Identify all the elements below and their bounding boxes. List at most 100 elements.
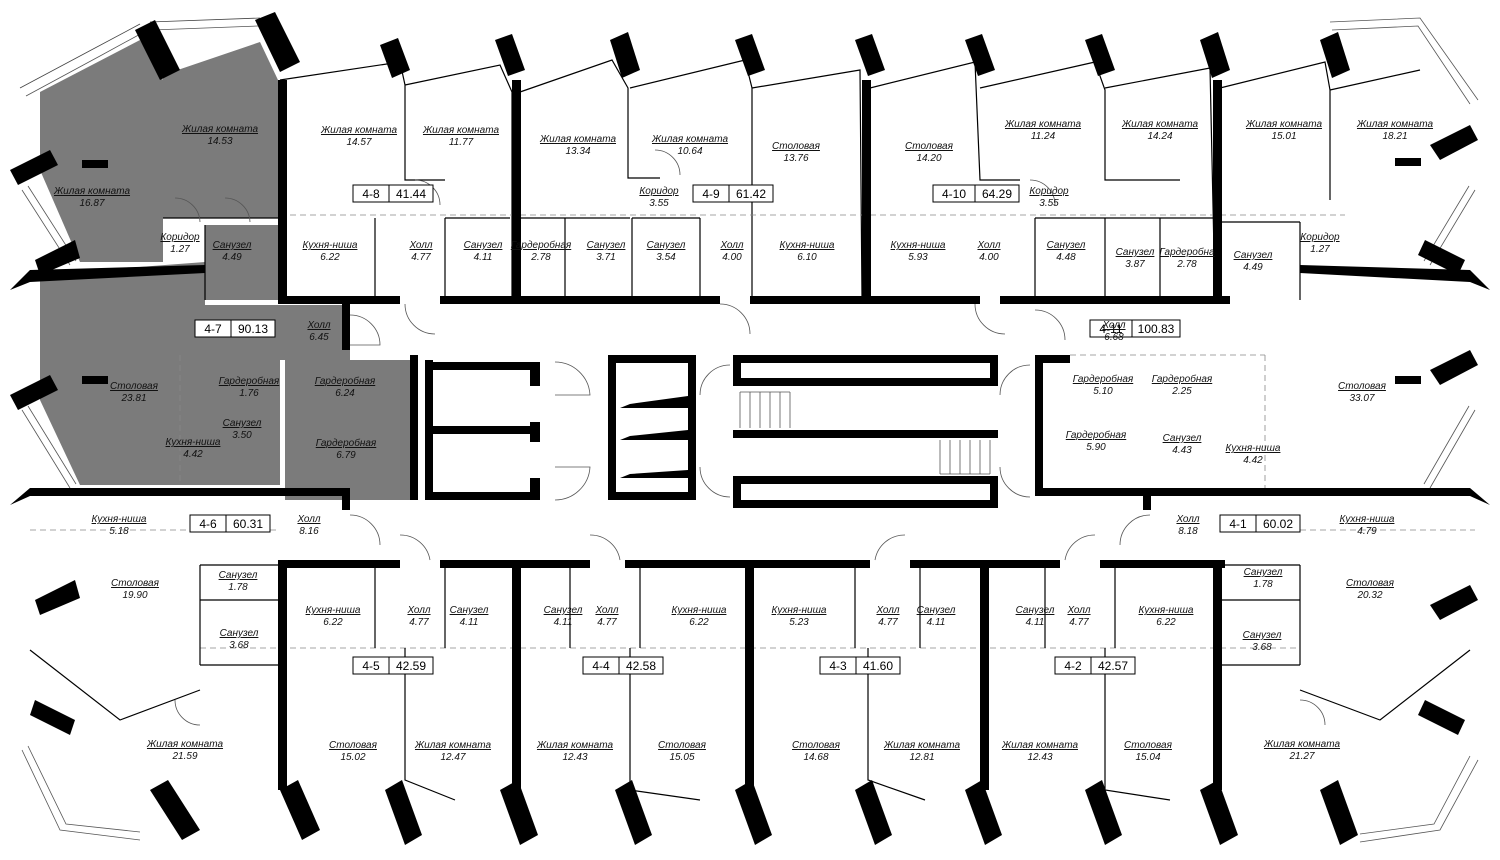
room-area: 4.77 (1069, 617, 1089, 628)
door-bed-9 (654, 149, 681, 176)
core-stair-bot2 (733, 500, 998, 508)
room-name: Жилая комната (1356, 119, 1433, 130)
apartment-area: 41.60 (863, 659, 893, 673)
room-name: Коридор (639, 186, 679, 197)
room-name: Столовая (111, 578, 160, 589)
apartment-tag-box (352, 184, 434, 203)
apartment-4-7-highlight[interactable] (40, 40, 410, 500)
stair-treads-upper (739, 391, 791, 428)
fin-s-11 (1320, 780, 1358, 845)
room-name: Санузел (917, 605, 956, 616)
room-name: Холл (1101, 320, 1125, 331)
room-area: 12.47 (440, 752, 465, 763)
core-stair-r1 (990, 355, 998, 385)
room-area: 6.22 (1156, 617, 1176, 628)
room-area: 21.59 (171, 751, 197, 762)
room-name: Кухня-ниша (92, 514, 147, 525)
room-area: 14.53 (207, 136, 232, 147)
room-name: Кухня-ниша (891, 240, 946, 251)
door-core-3 (699, 364, 731, 396)
top-facade-line (279, 61, 445, 181)
room-area: 5.90 (1086, 442, 1106, 453)
room-name: Кухня-ниша (780, 240, 835, 251)
fin-s-1 (150, 780, 200, 840)
door-bed-7 (174, 197, 201, 223)
apartment-area: 60.02 (1263, 517, 1293, 531)
window-nw-a2 (25, 31, 145, 97)
room-name: Жилая комната (1263, 739, 1340, 750)
core-stair-bot1 (733, 476, 998, 484)
room-name: Санузел (1244, 567, 1283, 578)
window-w-4 (27, 405, 77, 485)
fin-s-4 (500, 780, 538, 845)
room-area: 15.05 (669, 752, 694, 763)
wall-11-block (1035, 355, 1043, 495)
fin-w-3 (10, 375, 58, 410)
room-name: Санузел (464, 240, 503, 251)
room-name: Гардеробная (1152, 373, 1213, 385)
room-area: 5.23 (789, 617, 809, 628)
room-area: 8.18 (1178, 526, 1198, 537)
room-name: Холл (719, 240, 743, 251)
apartment-tag-box (819, 656, 901, 675)
room-name: Гардеробна (1159, 246, 1215, 258)
room-area: 3.55 (1039, 198, 1059, 209)
fin-n-5 (855, 34, 885, 76)
room-area: 33.07 (1349, 393, 1374, 404)
room-name: Холл (1175, 514, 1199, 525)
room-area: 16.87 (79, 198, 104, 209)
core-shaft-fill-2 (620, 430, 688, 440)
window-sw-2 (27, 745, 141, 833)
fin-ne-1 (1320, 32, 1350, 78)
room-area: 20.32 (1356, 590, 1382, 601)
room-area: 1.78 (1253, 579, 1273, 590)
door-bed-7b (224, 197, 251, 223)
bot-room-6 (29, 649, 201, 721)
room-name: Столовая (329, 740, 378, 751)
room-name: Жилая комната (422, 125, 499, 136)
room-name: Санузел (1163, 433, 1202, 444)
door-bed-10 (1029, 179, 1056, 206)
column-w-2 (82, 376, 108, 384)
bottom-partitions (29, 354, 1475, 801)
room-area: 3.71 (596, 252, 615, 263)
room-area: 2.78 (1176, 259, 1197, 270)
room-name: Кухня-ниша (303, 240, 358, 251)
room-area: 5.18 (109, 526, 129, 537)
room-area: 15.04 (1135, 752, 1160, 763)
apartment-number: 4-10 (942, 187, 966, 201)
column-e-2 (1395, 376, 1421, 384)
room-area: 14.24 (1147, 131, 1172, 142)
column-w-1 (82, 160, 108, 168)
window-se-2 (1359, 755, 1471, 835)
